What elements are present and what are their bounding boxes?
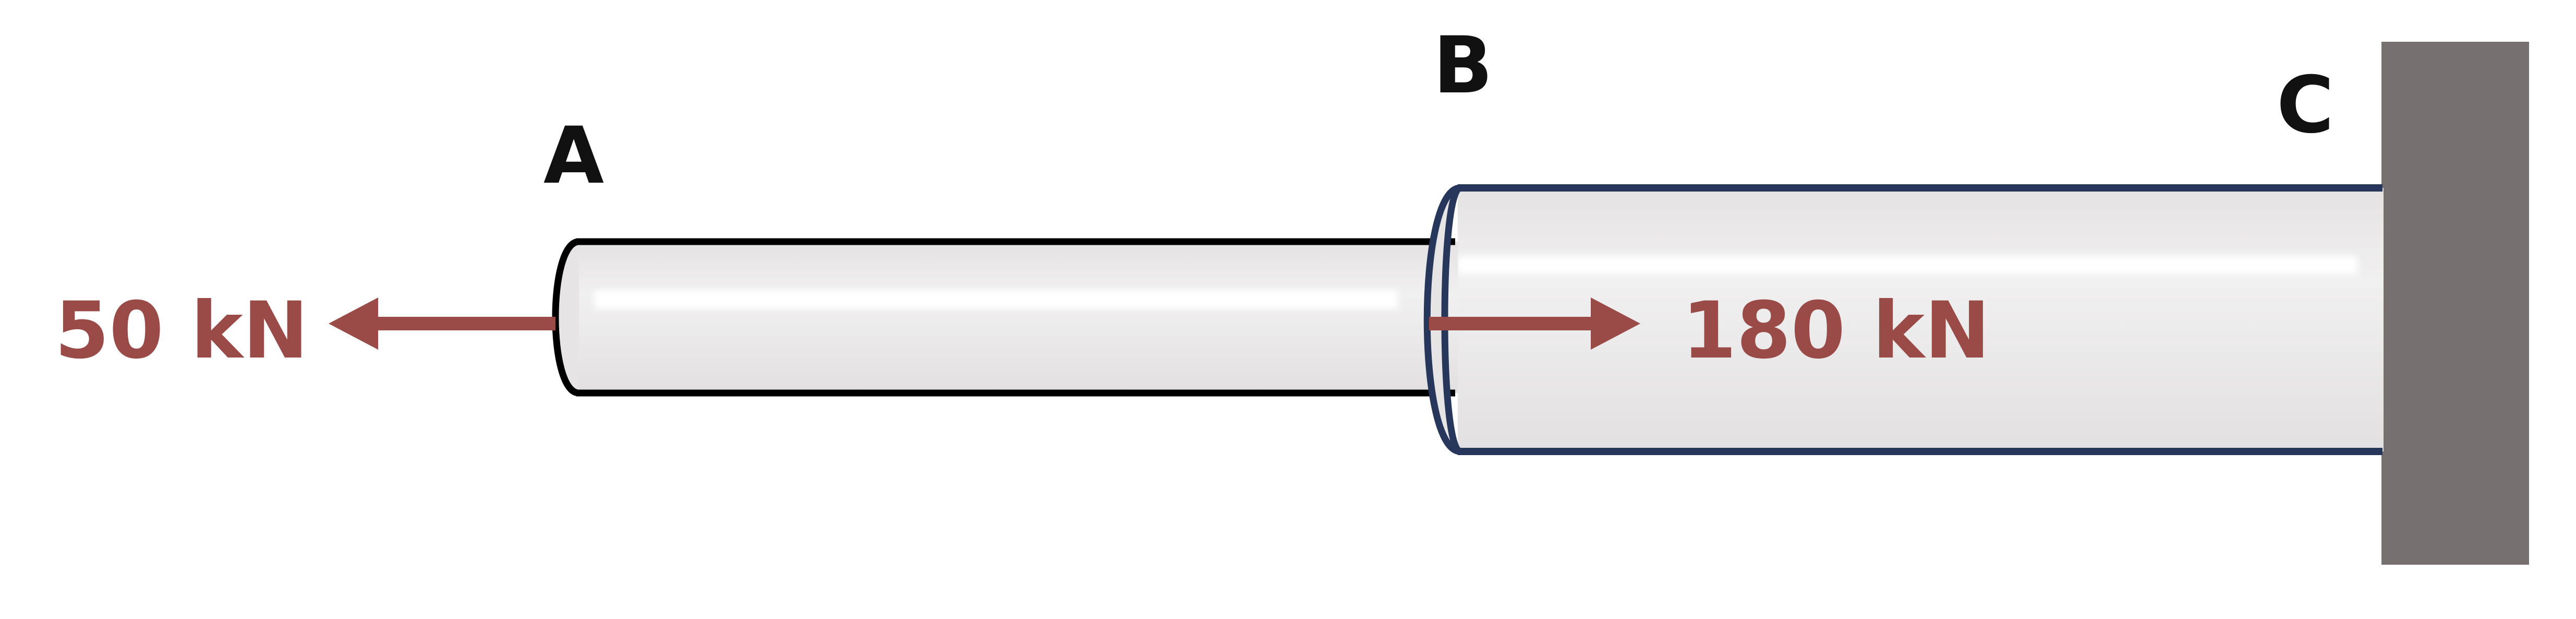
point-label-b: B [1433,20,1493,111]
fixed-wall [2381,42,2529,565]
load-label-b: 180 kN [1682,285,1990,376]
point-label-c: C [2277,60,2334,151]
load-arrow-b [1429,297,1640,350]
rod-segment-ab [576,238,1458,397]
rod-highlight [595,290,1398,309]
load-arrow-a [329,297,555,350]
point-label-a: A [543,111,604,201]
rod-highlight [1458,256,2357,275]
rod-end-cap-a [552,238,580,397]
load-label-a: 50 kN [55,285,308,376]
